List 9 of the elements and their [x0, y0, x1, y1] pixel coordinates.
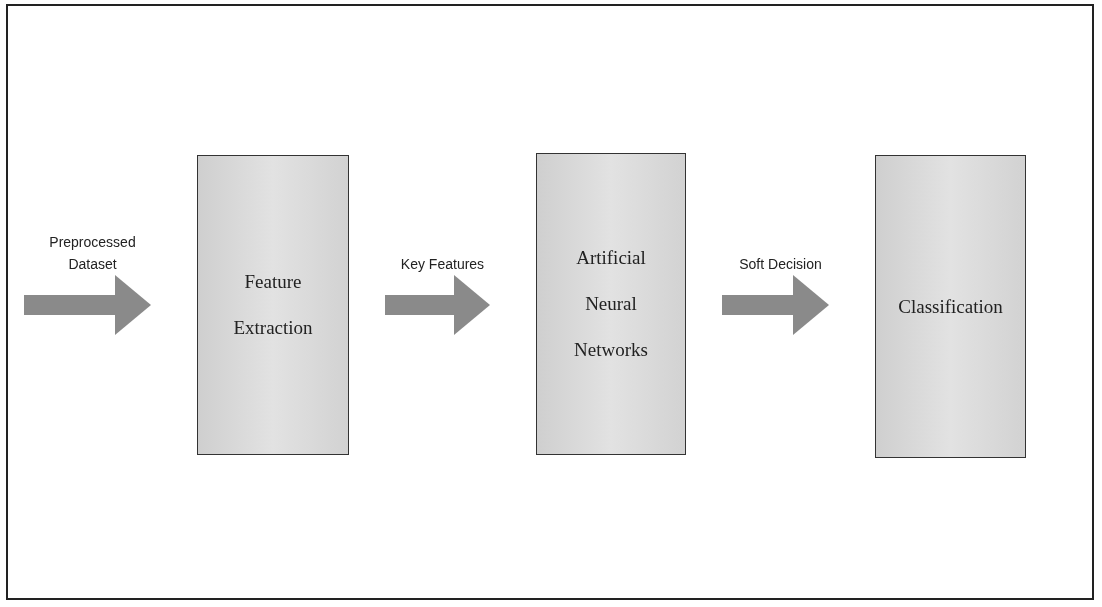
node-label: Feature Extraction [232, 270, 314, 340]
block-arrow [722, 275, 829, 335]
process-box [536, 153, 686, 455]
process-box [875, 155, 1026, 458]
block-arrow [24, 275, 151, 335]
node-label: Artificial Neural Networks [573, 246, 649, 362]
block-arrow [385, 275, 490, 335]
node-label: Classification [897, 294, 1004, 319]
process-box [197, 155, 349, 455]
